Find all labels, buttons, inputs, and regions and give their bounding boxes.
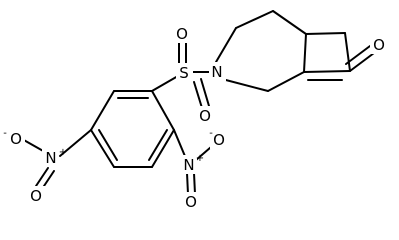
nitro-right-plus-charge: + — [196, 153, 204, 164]
bond-c5-n — [221, 78, 269, 92]
ring-nitrogen-label: N — [211, 63, 222, 81]
ketone-oxygen-label: O — [373, 36, 385, 54]
bond-sulfonyl-o-bottom-a — [193, 81, 203, 109]
nitro-left-plus-charge: + — [59, 147, 67, 158]
bond-c1-c2 — [235, 10, 274, 29]
bond-c3-c4 — [303, 33, 307, 73]
bond-c2-c3 — [272, 10, 307, 35]
bond-nitro-left-o-a — [35, 167, 49, 187]
nitro-left-oxygen-label: O — [30, 187, 42, 205]
bond-nitro-right-o-a — [186, 172, 189, 195]
sulfonyl-oxygen-bottom-label: O — [199, 107, 211, 125]
bond-ring-a5-a6 — [151, 129, 175, 168]
nitro-left-minus-charge: - — [3, 128, 7, 139]
bond-ring-a6-a1 — [151, 90, 175, 131]
nitro-left-oxygen-minus-label: O — [10, 130, 22, 148]
bond-ring-a3-a4 — [90, 129, 115, 168]
bond-ring-nitro-left — [59, 129, 92, 157]
sulfur-label: S — [179, 64, 189, 82]
bonds — [21, 10, 375, 195]
bond-aryl-sulfur — [151, 75, 179, 92]
bond-sulfonyl-o-bottom-b — [200, 78, 210, 107]
nitro-right-nitrogen-label: N — [183, 156, 194, 174]
bond-ring-a2-a3 — [90, 90, 115, 131]
bond-c6-c7 — [344, 32, 351, 72]
bond-c3-c6 — [305, 32, 346, 35]
nitro-left-nitrogen-label: N — [45, 149, 56, 167]
structure-canvas: S O O N O O - N + O O - N + O — [3, 10, 387, 211]
bond-nitro-right-o-b — [193, 172, 196, 195]
bond-n-c1 — [215, 27, 237, 63]
bond-c4-c5 — [267, 71, 305, 92]
molecule-drawing: S O O N O O - N + O O - N + O — [3, 10, 387, 211]
bond-nitro-left-o-minus — [21, 138, 46, 153]
bond-ring-inner-2 — [98, 129, 118, 161]
bond-ketone-a — [349, 52, 375, 72]
bond-ring-inner-3 — [148, 129, 168, 161]
nitro-right-minus-charge: - — [209, 128, 213, 139]
sulfonyl-oxygen-top-label: O — [176, 25, 188, 43]
nitro-right-oxygen-label: O — [185, 193, 197, 211]
bond-c7-c8 — [303, 70, 351, 73]
bond-ketone-b — [345, 45, 371, 65]
atom-labels: S O O N O O - N + O O - N + O — [3, 24, 387, 211]
nitro-right-oxygen-minus-label: O — [213, 131, 225, 149]
